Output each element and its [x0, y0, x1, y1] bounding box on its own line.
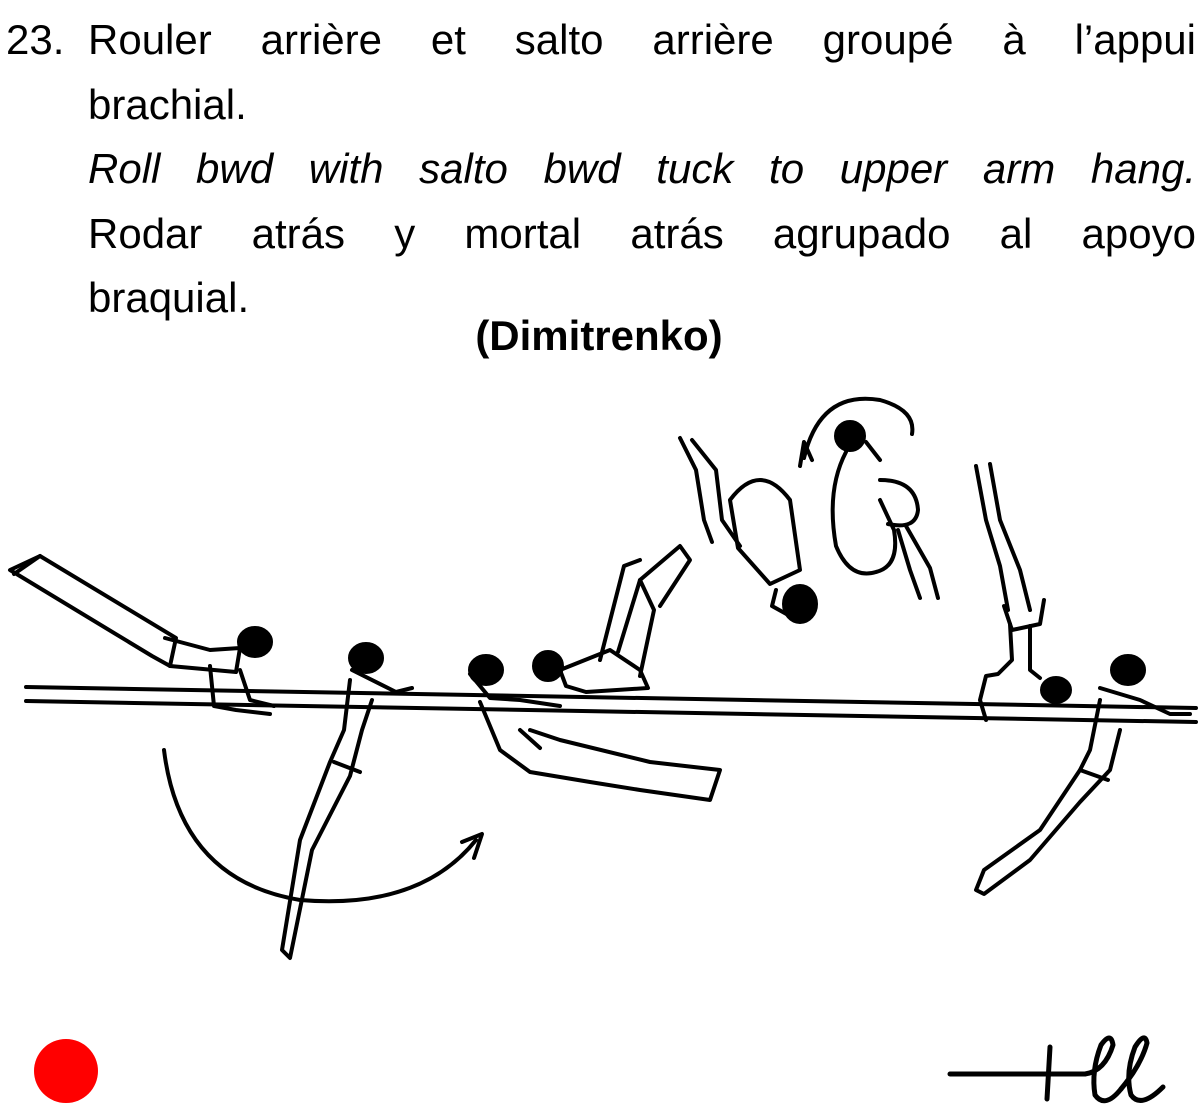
rotation-arrow [164, 750, 476, 901]
gymnast-figure-7 [976, 464, 1070, 720]
difficulty-marker-red-dot [34, 1039, 98, 1103]
element-description: Rouler arrière et salto arrière groupé à… [88, 8, 1196, 331]
element-number: 23. [6, 8, 64, 72]
gymnast-figure-3 [470, 656, 720, 800]
description-french-line-1: Rouler arrière et salto arrière groupé à… [88, 8, 1196, 73]
gymnast-figure-5 [680, 438, 816, 622]
description-english: Roll bwd with salto bwd tuck to upper ar… [88, 137, 1196, 202]
gymnast-figure-4 [534, 546, 690, 692]
description-spanish-line-1: Rodar atrás y mortal atrás agrupado al a… [88, 202, 1196, 267]
signature-mark [945, 1025, 1170, 1115]
gymnast-sequence-illustration [0, 370, 1198, 990]
description-french-line-2: brachial. [88, 73, 1196, 138]
gymnast-figure-8 [976, 656, 1190, 894]
gymnast-figure-6 [800, 399, 938, 598]
element-name: (Dimitrenko) [0, 304, 1198, 368]
